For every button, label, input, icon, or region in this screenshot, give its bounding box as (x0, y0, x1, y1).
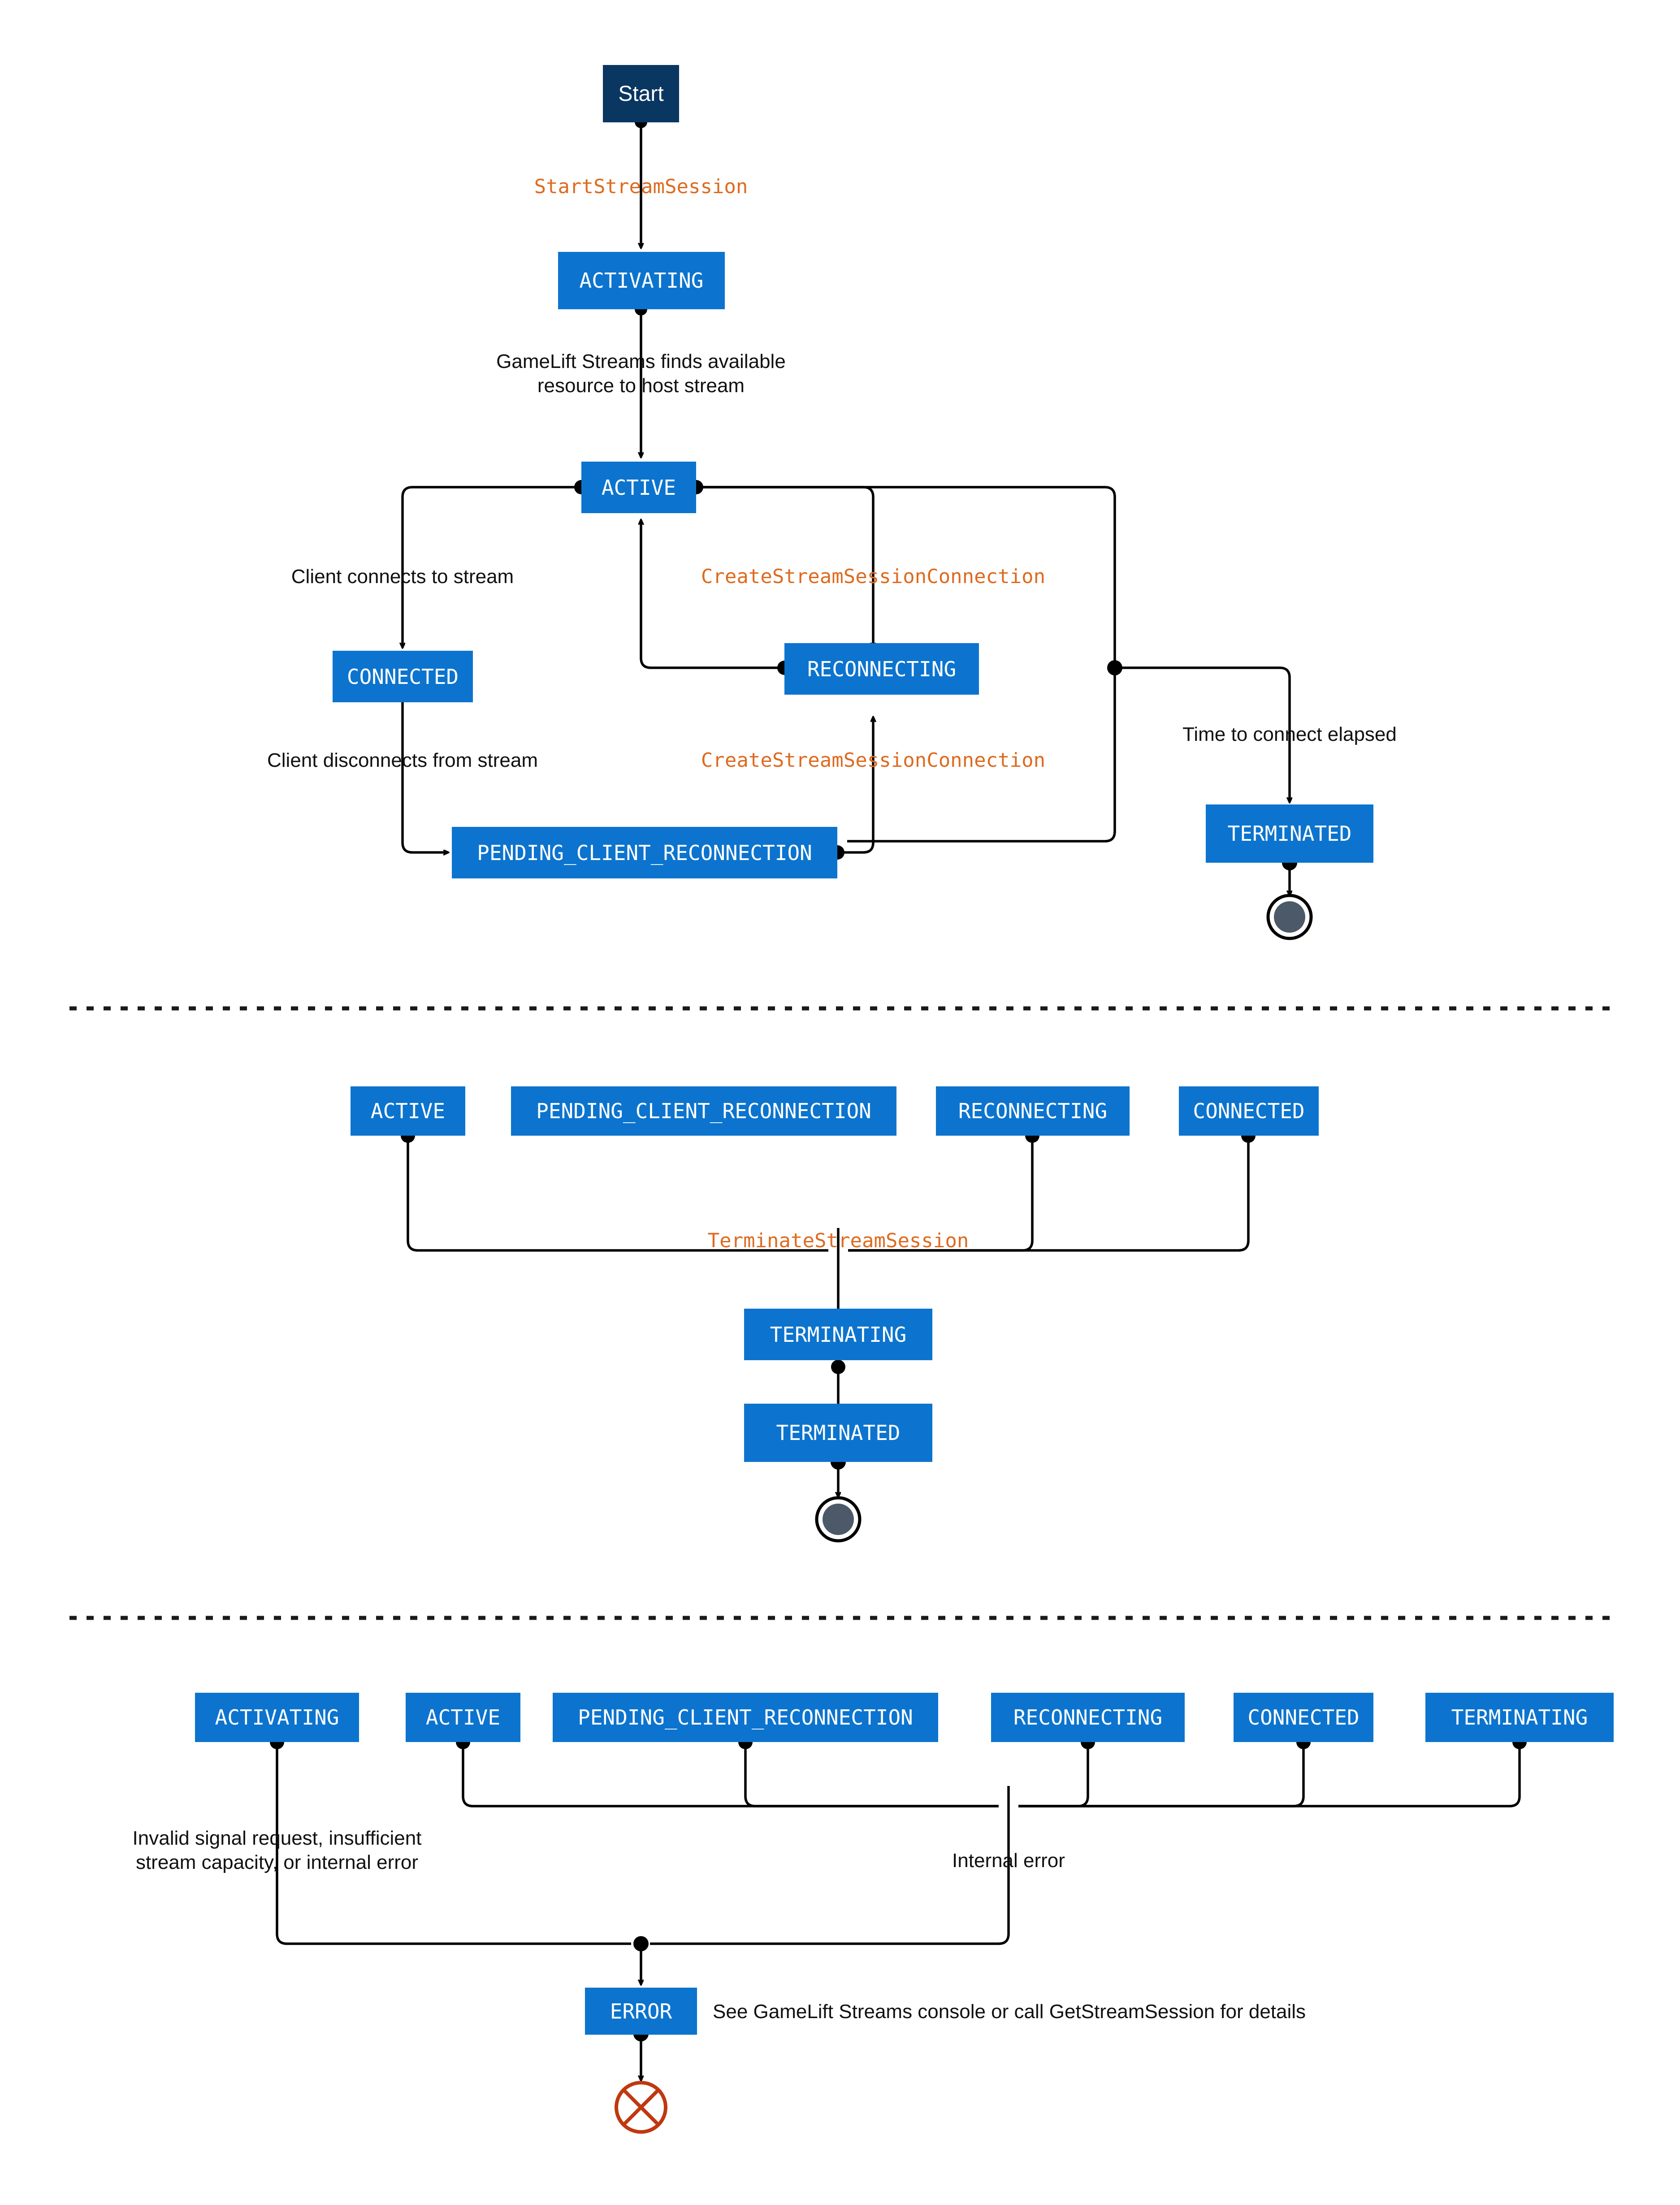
state-reconnecting-3[interactable]: RECONNECTING (991, 1693, 1185, 1742)
label-invalid-signal: Invalid signal request, insufficient str… (132, 1827, 422, 1873)
state-active-2[interactable]: ACTIVE (351, 1086, 465, 1136)
label-finds-resource: GameLift Streams finds available resourc… (496, 350, 786, 397)
state-terminated-2[interactable]: TERMINATED (744, 1404, 932, 1462)
label-start-stream-session: StartStreamSession (534, 175, 748, 198)
state-terminated-1[interactable]: TERMINATED (1206, 804, 1373, 863)
state-connected-1[interactable]: CONNECTED (333, 651, 473, 702)
state-pending-client-reconnection-1[interactable]: PENDING_CLIENT_RECONNECTION (452, 827, 837, 878)
error-end-node (615, 2081, 667, 2134)
edge-dot (1107, 660, 1122, 675)
edge-dot (633, 1936, 649, 1951)
state-active-3[interactable]: ACTIVE (406, 1693, 520, 1742)
state-connected-3[interactable]: CONNECTED (1234, 1693, 1373, 1742)
state-terminating-3[interactable]: TERMINATING (1425, 1693, 1614, 1742)
label-see-console: See GameLift Streams console or call Get… (713, 2001, 1306, 2023)
label-terminate-stream-session: TerminateStreamSession (707, 1229, 969, 1252)
state-active-1[interactable]: ACTIVE (581, 462, 696, 513)
state-reconnecting-2[interactable]: RECONNECTING (936, 1086, 1130, 1136)
state-pending-client-reconnection-3[interactable]: PENDING_CLIENT_RECONNECTION (553, 1693, 938, 1742)
state-error-3[interactable]: ERROR (585, 1988, 697, 2035)
label-create-connection-top: CreateStreamSessionConnection (701, 565, 1046, 588)
state-terminating-2[interactable]: TERMINATING (744, 1309, 932, 1360)
label-client-connects: Client connects to stream (291, 566, 514, 588)
state-reconnecting-1[interactable]: RECONNECTING (784, 643, 979, 695)
label-time-to-connect: Time to connect elapsed (1182, 723, 1397, 745)
state-connected-2[interactable]: CONNECTED (1179, 1086, 1319, 1136)
edge-dot (831, 1360, 845, 1374)
state-start[interactable]: Start (603, 65, 679, 122)
label-client-disconnects: Client disconnects from stream (267, 749, 538, 771)
label-internal-error: Internal error (952, 1850, 1065, 1872)
state-pending-client-reconnection-2[interactable]: PENDING_CLIENT_RECONNECTION (511, 1086, 896, 1136)
state-activating-1[interactable]: ACTIVATING (558, 252, 725, 309)
label-create-connection-bottom: CreateStreamSessionConnection (701, 749, 1046, 772)
state-activating-3[interactable]: ACTIVATING (195, 1693, 359, 1742)
